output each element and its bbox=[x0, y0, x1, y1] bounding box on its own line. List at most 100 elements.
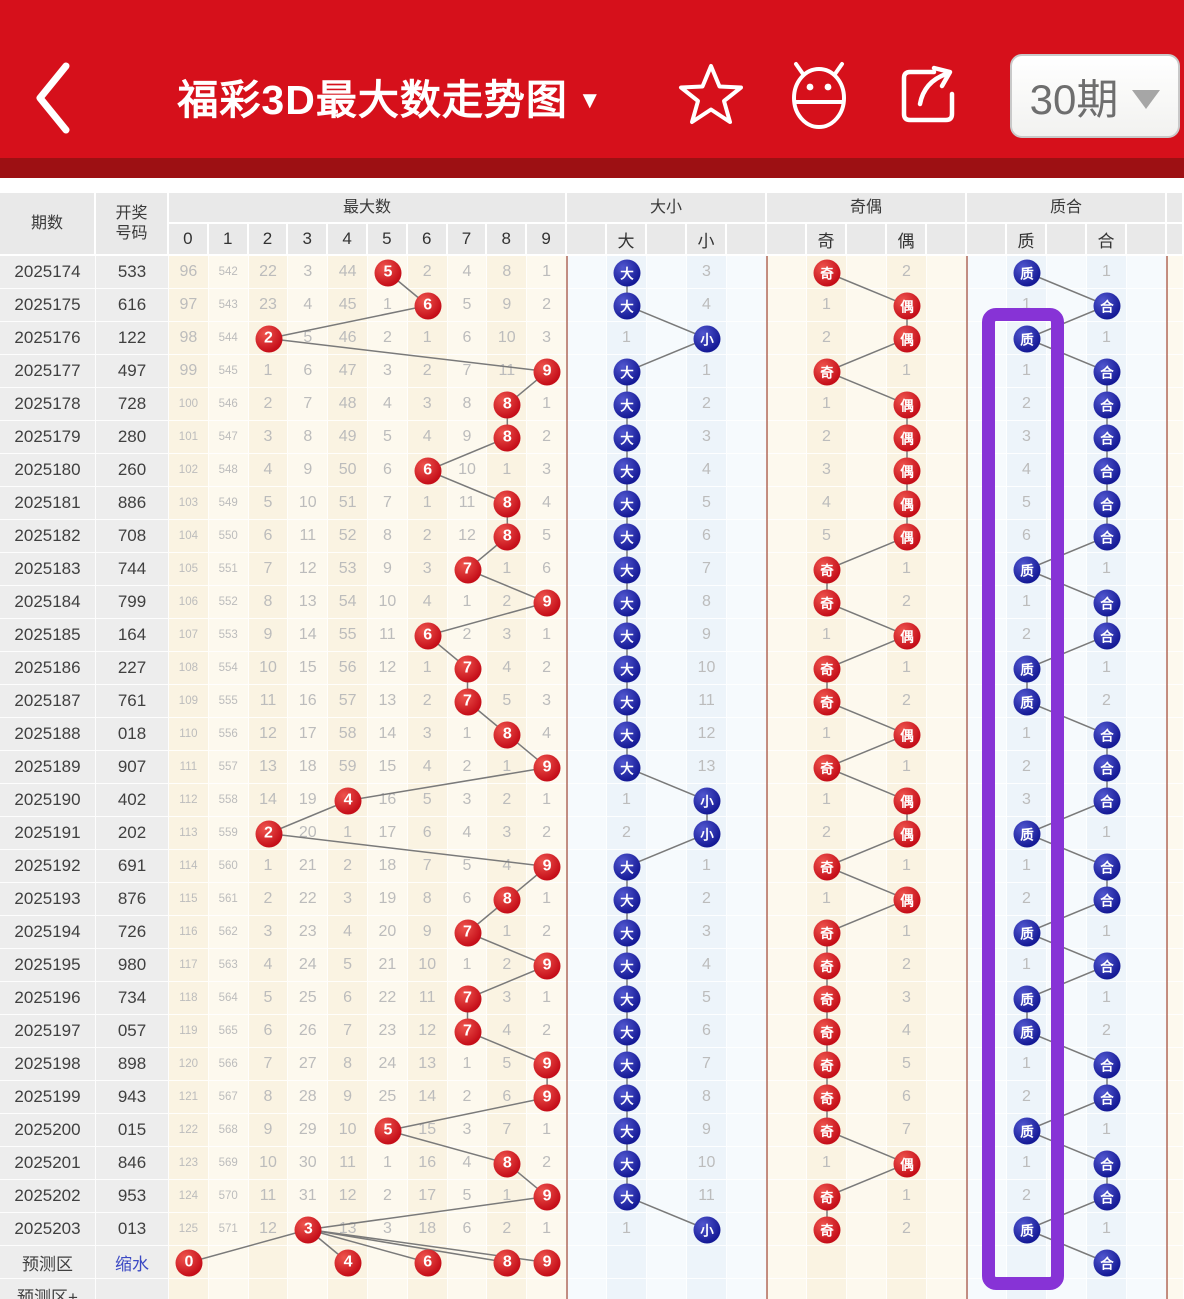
page-title[interactable]: 福彩3D最大数走势图▼ bbox=[130, 66, 650, 126]
daxiao-circle: 大 bbox=[613, 391, 641, 418]
shrink-link[interactable]: 缩水 bbox=[96, 1246, 169, 1279]
miss-count-cell: 18 bbox=[368, 850, 408, 883]
miss-count-cell: 2 bbox=[328, 850, 368, 883]
miss-count-cell: 556 bbox=[208, 718, 249, 751]
edge-cell bbox=[1167, 817, 1184, 850]
qiou-circle: 奇 bbox=[813, 556, 841, 583]
miss-count-cell bbox=[847, 982, 887, 1015]
miss-count-cell: 3 bbox=[687, 916, 727, 949]
miss-count-cell: 1 bbox=[1087, 982, 1127, 1015]
miss-count-cell: 3 bbox=[527, 685, 567, 718]
miss-count-cell bbox=[847, 322, 887, 355]
miss-count-cell bbox=[567, 751, 607, 784]
prediction-cell bbox=[208, 1246, 249, 1279]
share-icon[interactable] bbox=[894, 60, 964, 130]
miss-count-cell: 4 bbox=[527, 718, 567, 751]
miss-count-cell: 1 bbox=[887, 1180, 927, 1213]
miss-count-cell: 4 bbox=[328, 916, 368, 949]
miss-count-cell: 1 bbox=[1087, 817, 1127, 850]
zhihe-circle: 合 bbox=[1093, 886, 1121, 913]
period-cell: 2025183 bbox=[0, 553, 96, 586]
column-header-attr: 质 bbox=[1007, 224, 1047, 256]
miss-count-cell: 1 bbox=[447, 718, 488, 751]
miss-count-cell: 1 bbox=[687, 850, 727, 883]
miss-count-cell: 12 bbox=[368, 652, 408, 685]
zhihe-circle: 合 bbox=[1093, 457, 1121, 484]
daxiao-circle: 大 bbox=[613, 556, 641, 583]
miss-count-cell bbox=[727, 685, 767, 718]
miss-count-cell: 13 bbox=[687, 751, 727, 784]
miss-count-cell: 8 bbox=[288, 421, 329, 454]
miss-count-cell: 16 bbox=[407, 1147, 448, 1180]
miss-count-cell bbox=[727, 1180, 767, 1213]
miss-count-cell: 5 bbox=[487, 685, 528, 718]
daxiao-circle: 大 bbox=[613, 1018, 641, 1045]
miss-count-cell: 6 bbox=[887, 1081, 927, 1114]
robot-icon[interactable] bbox=[784, 60, 854, 130]
qiou-circle: 偶 bbox=[893, 886, 921, 913]
miss-count-cell: 54 bbox=[328, 586, 368, 619]
period-selector-button[interactable]: 30期 bbox=[1010, 54, 1180, 138]
period-cell: 2025190 bbox=[0, 784, 96, 817]
miss-count-cell bbox=[727, 883, 767, 916]
miss-count-cell: 115 bbox=[169, 883, 209, 916]
miss-count-cell: 7 bbox=[447, 355, 488, 388]
prediction-cell bbox=[647, 1246, 687, 1279]
miss-count-cell: 2 bbox=[527, 421, 567, 454]
edge-cell bbox=[1167, 1213, 1184, 1246]
miss-count-cell: 7 bbox=[887, 1114, 927, 1147]
miss-count-cell: 4 bbox=[447, 256, 488, 289]
miss-count-cell bbox=[847, 718, 887, 751]
miss-count-cell bbox=[567, 916, 607, 949]
miss-count-cell: 8 bbox=[248, 586, 289, 619]
daxiao-circle: 大 bbox=[613, 622, 641, 649]
column-header-attr: 大 bbox=[607, 224, 647, 256]
back-icon[interactable] bbox=[30, 58, 78, 138]
zhihe-circle: 合 bbox=[1093, 787, 1121, 814]
miss-count-cell: 1 bbox=[527, 1213, 567, 1246]
miss-count-cell: 1 bbox=[1087, 1114, 1127, 1147]
miss-count-cell: 5 bbox=[447, 289, 488, 322]
miss-count-cell: 2 bbox=[248, 883, 289, 916]
miss-count-cell bbox=[567, 1048, 607, 1081]
miss-count-cell bbox=[727, 553, 767, 586]
miss-count-cell bbox=[647, 1213, 687, 1246]
daxiao-circle: 大 bbox=[613, 1117, 641, 1144]
miss-count-cell: 4 bbox=[487, 850, 528, 883]
miss-count-cell: 23 bbox=[368, 1015, 408, 1048]
zhihe-circle: 合 bbox=[1093, 391, 1121, 418]
miss-count-cell: 4 bbox=[248, 949, 289, 982]
miss-count-cell: 13 bbox=[288, 586, 329, 619]
miss-count-cell bbox=[727, 421, 767, 454]
miss-count-cell bbox=[727, 1048, 767, 1081]
miss-count-cell: 5 bbox=[328, 949, 368, 982]
miss-count-cell bbox=[567, 553, 607, 586]
miss-count-cell: 5 bbox=[487, 1048, 528, 1081]
period-cell: 2025185 bbox=[0, 619, 96, 652]
prediction-plus-cell bbox=[607, 1279, 647, 1299]
miss-count-cell bbox=[727, 520, 767, 553]
miss-count-cell: 9 bbox=[687, 619, 727, 652]
zhihe-circle: 合 bbox=[1093, 952, 1121, 979]
draw-number-cell: 726 bbox=[96, 916, 169, 949]
miss-count-cell bbox=[847, 553, 887, 586]
draw-number-cell: 886 bbox=[96, 487, 169, 520]
max-number-circle: 8 bbox=[493, 490, 521, 517]
miss-count-cell bbox=[727, 289, 767, 322]
prediction-plus-cell bbox=[407, 1279, 448, 1299]
miss-count-cell: 2 bbox=[807, 421, 847, 454]
zhihe-circle: 合 bbox=[1093, 490, 1121, 517]
daxiao-circle: 大 bbox=[613, 721, 641, 748]
miss-count-cell: 2 bbox=[487, 586, 528, 619]
miss-count-cell: 542 bbox=[208, 256, 249, 289]
max-number-circle: 9 bbox=[533, 358, 561, 385]
qiou-circle: 奇 bbox=[813, 259, 841, 286]
miss-count-cell: 108 bbox=[169, 652, 209, 685]
miss-count-cell bbox=[647, 949, 687, 982]
miss-count-cell: 55 bbox=[328, 619, 368, 652]
draw-number-cell: 980 bbox=[96, 949, 169, 982]
miss-count-cell: 14 bbox=[368, 718, 408, 751]
favorite-star-icon[interactable] bbox=[676, 60, 746, 130]
miss-count-cell: 9 bbox=[248, 619, 289, 652]
miss-count-cell bbox=[727, 487, 767, 520]
